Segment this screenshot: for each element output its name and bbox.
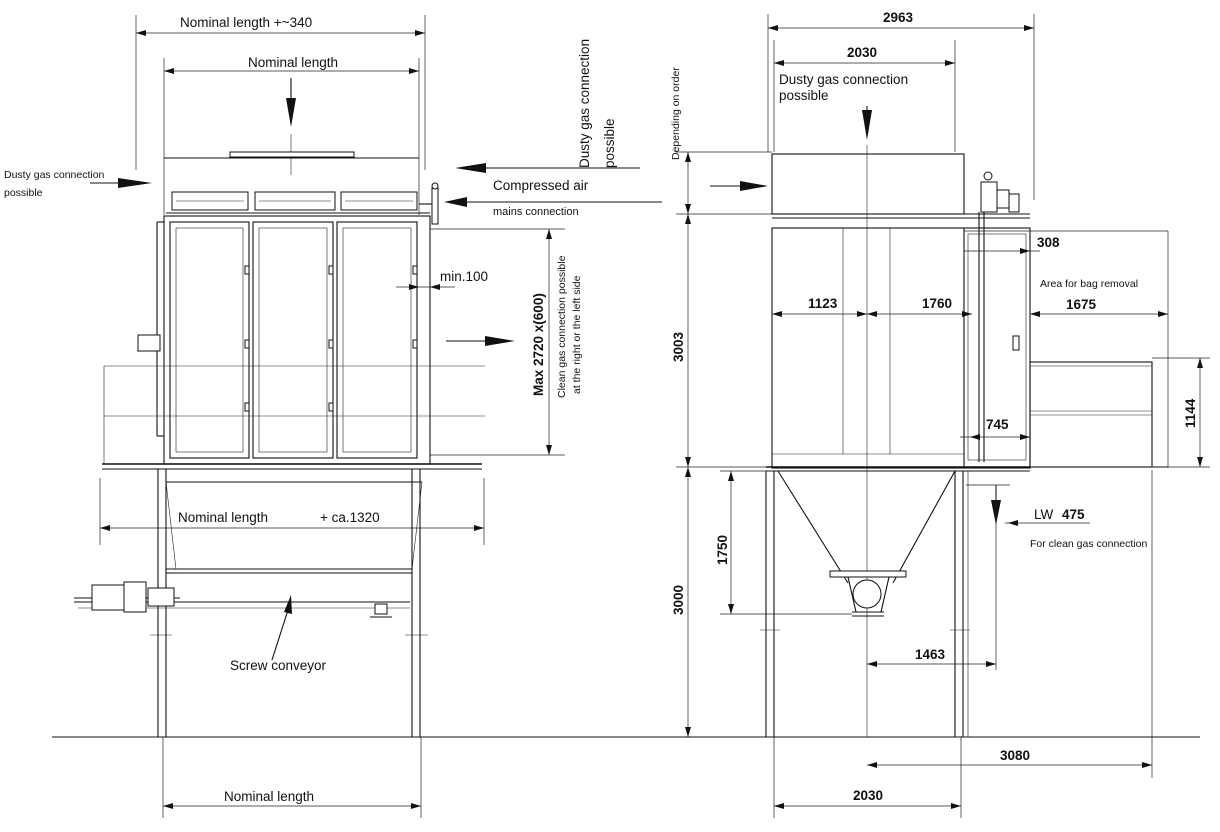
door-2 — [252, 221, 334, 459]
label-3000: 3000 — [671, 585, 686, 615]
label-min-100: min.100 — [440, 269, 488, 284]
label-1750: 1750 — [715, 535, 730, 565]
label-3003: 3003 — [671, 331, 686, 362]
label-dusty-gas-right-2: possible — [779, 88, 829, 103]
label-lw: LW — [1034, 507, 1054, 522]
right-view: 2963 2030 Dusty gas connection possible … — [670, 10, 1210, 818]
side-platform — [1029, 361, 1153, 468]
label-area-bag-removal: Area for bag removal — [1040, 278, 1138, 290]
label-nominal-length-plus-340: Nominal length +~340 — [180, 15, 312, 30]
label-dusty-gas-side-2: possible — [4, 187, 43, 199]
label-745: 745 — [986, 417, 1009, 432]
label-1463: 1463 — [915, 647, 946, 662]
label-screw-conveyor: Screw conveyor — [230, 658, 327, 673]
arrow-compressed-air — [444, 197, 467, 207]
label-dusty-gas-vertical-2: possible — [602, 118, 617, 168]
label-1760: 1760 — [922, 296, 952, 311]
label-nominal-length-mid: Nominal length — [178, 510, 268, 525]
arrow-dusty-gas-down — [286, 98, 296, 127]
arrow-dusty-gas-right — [862, 110, 872, 140]
label-2030-top: 2030 — [847, 45, 877, 60]
label-max-2720: Max 2720 x(600) — [531, 293, 546, 396]
housing-left — [163, 215, 431, 465]
label-1675: 1675 — [1066, 297, 1097, 312]
arrow-screw-conveyor — [284, 595, 292, 614]
inlet-box — [771, 153, 965, 215]
label-compressed-air-2: mains connection — [493, 206, 579, 218]
label-1144: 1144 — [1183, 398, 1198, 428]
label-2030-bottom: 2030 — [853, 788, 883, 803]
label-nominal-length-bottom: Nominal length — [224, 789, 314, 804]
label-3080: 3080 — [1000, 748, 1030, 763]
label-308: 308 — [1037, 235, 1060, 250]
door-3 — [336, 221, 418, 459]
outlet-valve — [852, 579, 882, 609]
label-2963: 2963 — [883, 10, 914, 25]
arrow-clean-gas — [485, 336, 515, 346]
label-1123: 1123 — [808, 296, 838, 311]
label-plus-1320: + ca.1320 — [320, 510, 380, 525]
label-for-clean-gas: For clean gas connection — [1030, 538, 1147, 550]
label-dusty-gas-side-1: Dusty gas connection — [4, 169, 105, 181]
door-1 — [169, 221, 250, 459]
label-nominal-length-top: Nominal length — [248, 55, 338, 70]
arrow-dusty-gas-side — [118, 178, 152, 188]
label-dusty-gas-right-1: Dusty gas connection — [779, 72, 908, 87]
housing-right — [771, 227, 1031, 469]
left-view: Nominal length +~340 Nominal length Dust… — [4, 15, 662, 818]
label-compressed-air-1: Compressed air — [493, 178, 589, 193]
label-clean-gas-1: Clean gas connection possible — [556, 255, 568, 398]
label-dusty-gas-vertical-1: Dusty gas connection — [577, 39, 592, 168]
label-depending-on-order: Depending on order — [670, 67, 682, 160]
label-475: 475 — [1062, 507, 1085, 522]
conveyor-motor — [91, 584, 125, 611]
label-clean-gas-2: at the right or the left side — [571, 275, 583, 394]
